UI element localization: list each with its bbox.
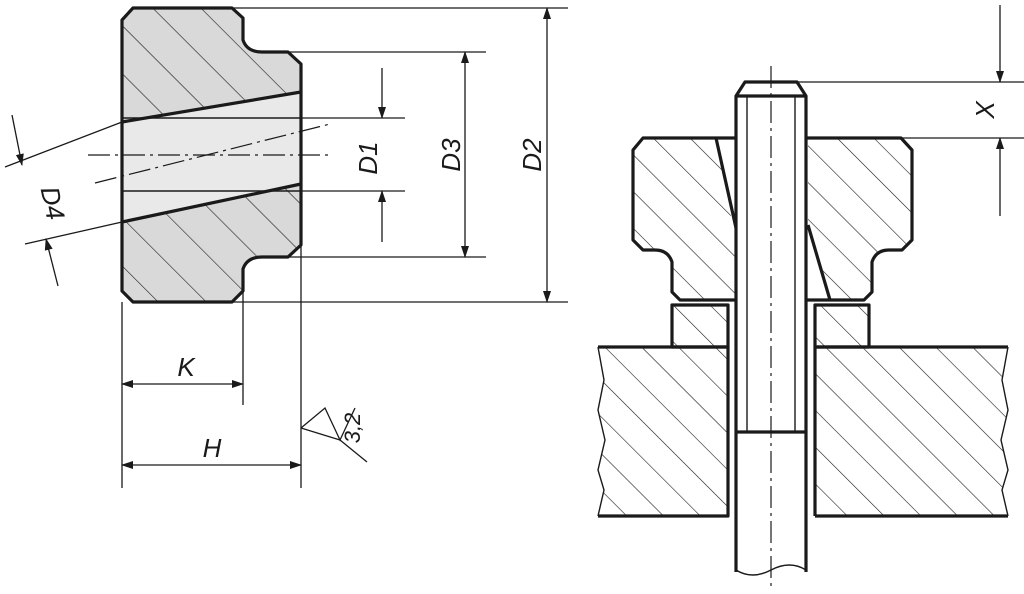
dimension-d3: D3 — [262, 51, 486, 258]
roughness-value: 3,2 — [340, 413, 365, 444]
label-k: K — [177, 352, 196, 382]
dimension-d4: D4 — [4, 114, 123, 287]
dimension-k: K — [121, 291, 244, 488]
dimension-h: H — [121, 245, 302, 488]
label-d4: D4 — [35, 184, 71, 223]
label-d2: D2 — [517, 138, 547, 172]
dimension-x: X — [797, 5, 1024, 216]
washer-section-view — [88, 6, 331, 304]
label-h: H — [203, 433, 222, 463]
roughness-symbol: 3,2 — [300, 406, 368, 463]
assembly-view — [597, 66, 1009, 588]
clamp-washer-right — [808, 138, 912, 300]
label-d1: D1 — [353, 141, 383, 174]
label-d3: D3 — [436, 138, 466, 172]
clamp-washer-left — [633, 138, 736, 300]
dimension-d1: D1 — [301, 68, 405, 242]
label-x: X — [970, 100, 1000, 120]
spacer-washer — [672, 305, 869, 347]
dimension-d2: D2 — [232, 7, 568, 303]
washer-bore — [122, 92, 301, 222]
base-plate — [598, 347, 728, 516]
